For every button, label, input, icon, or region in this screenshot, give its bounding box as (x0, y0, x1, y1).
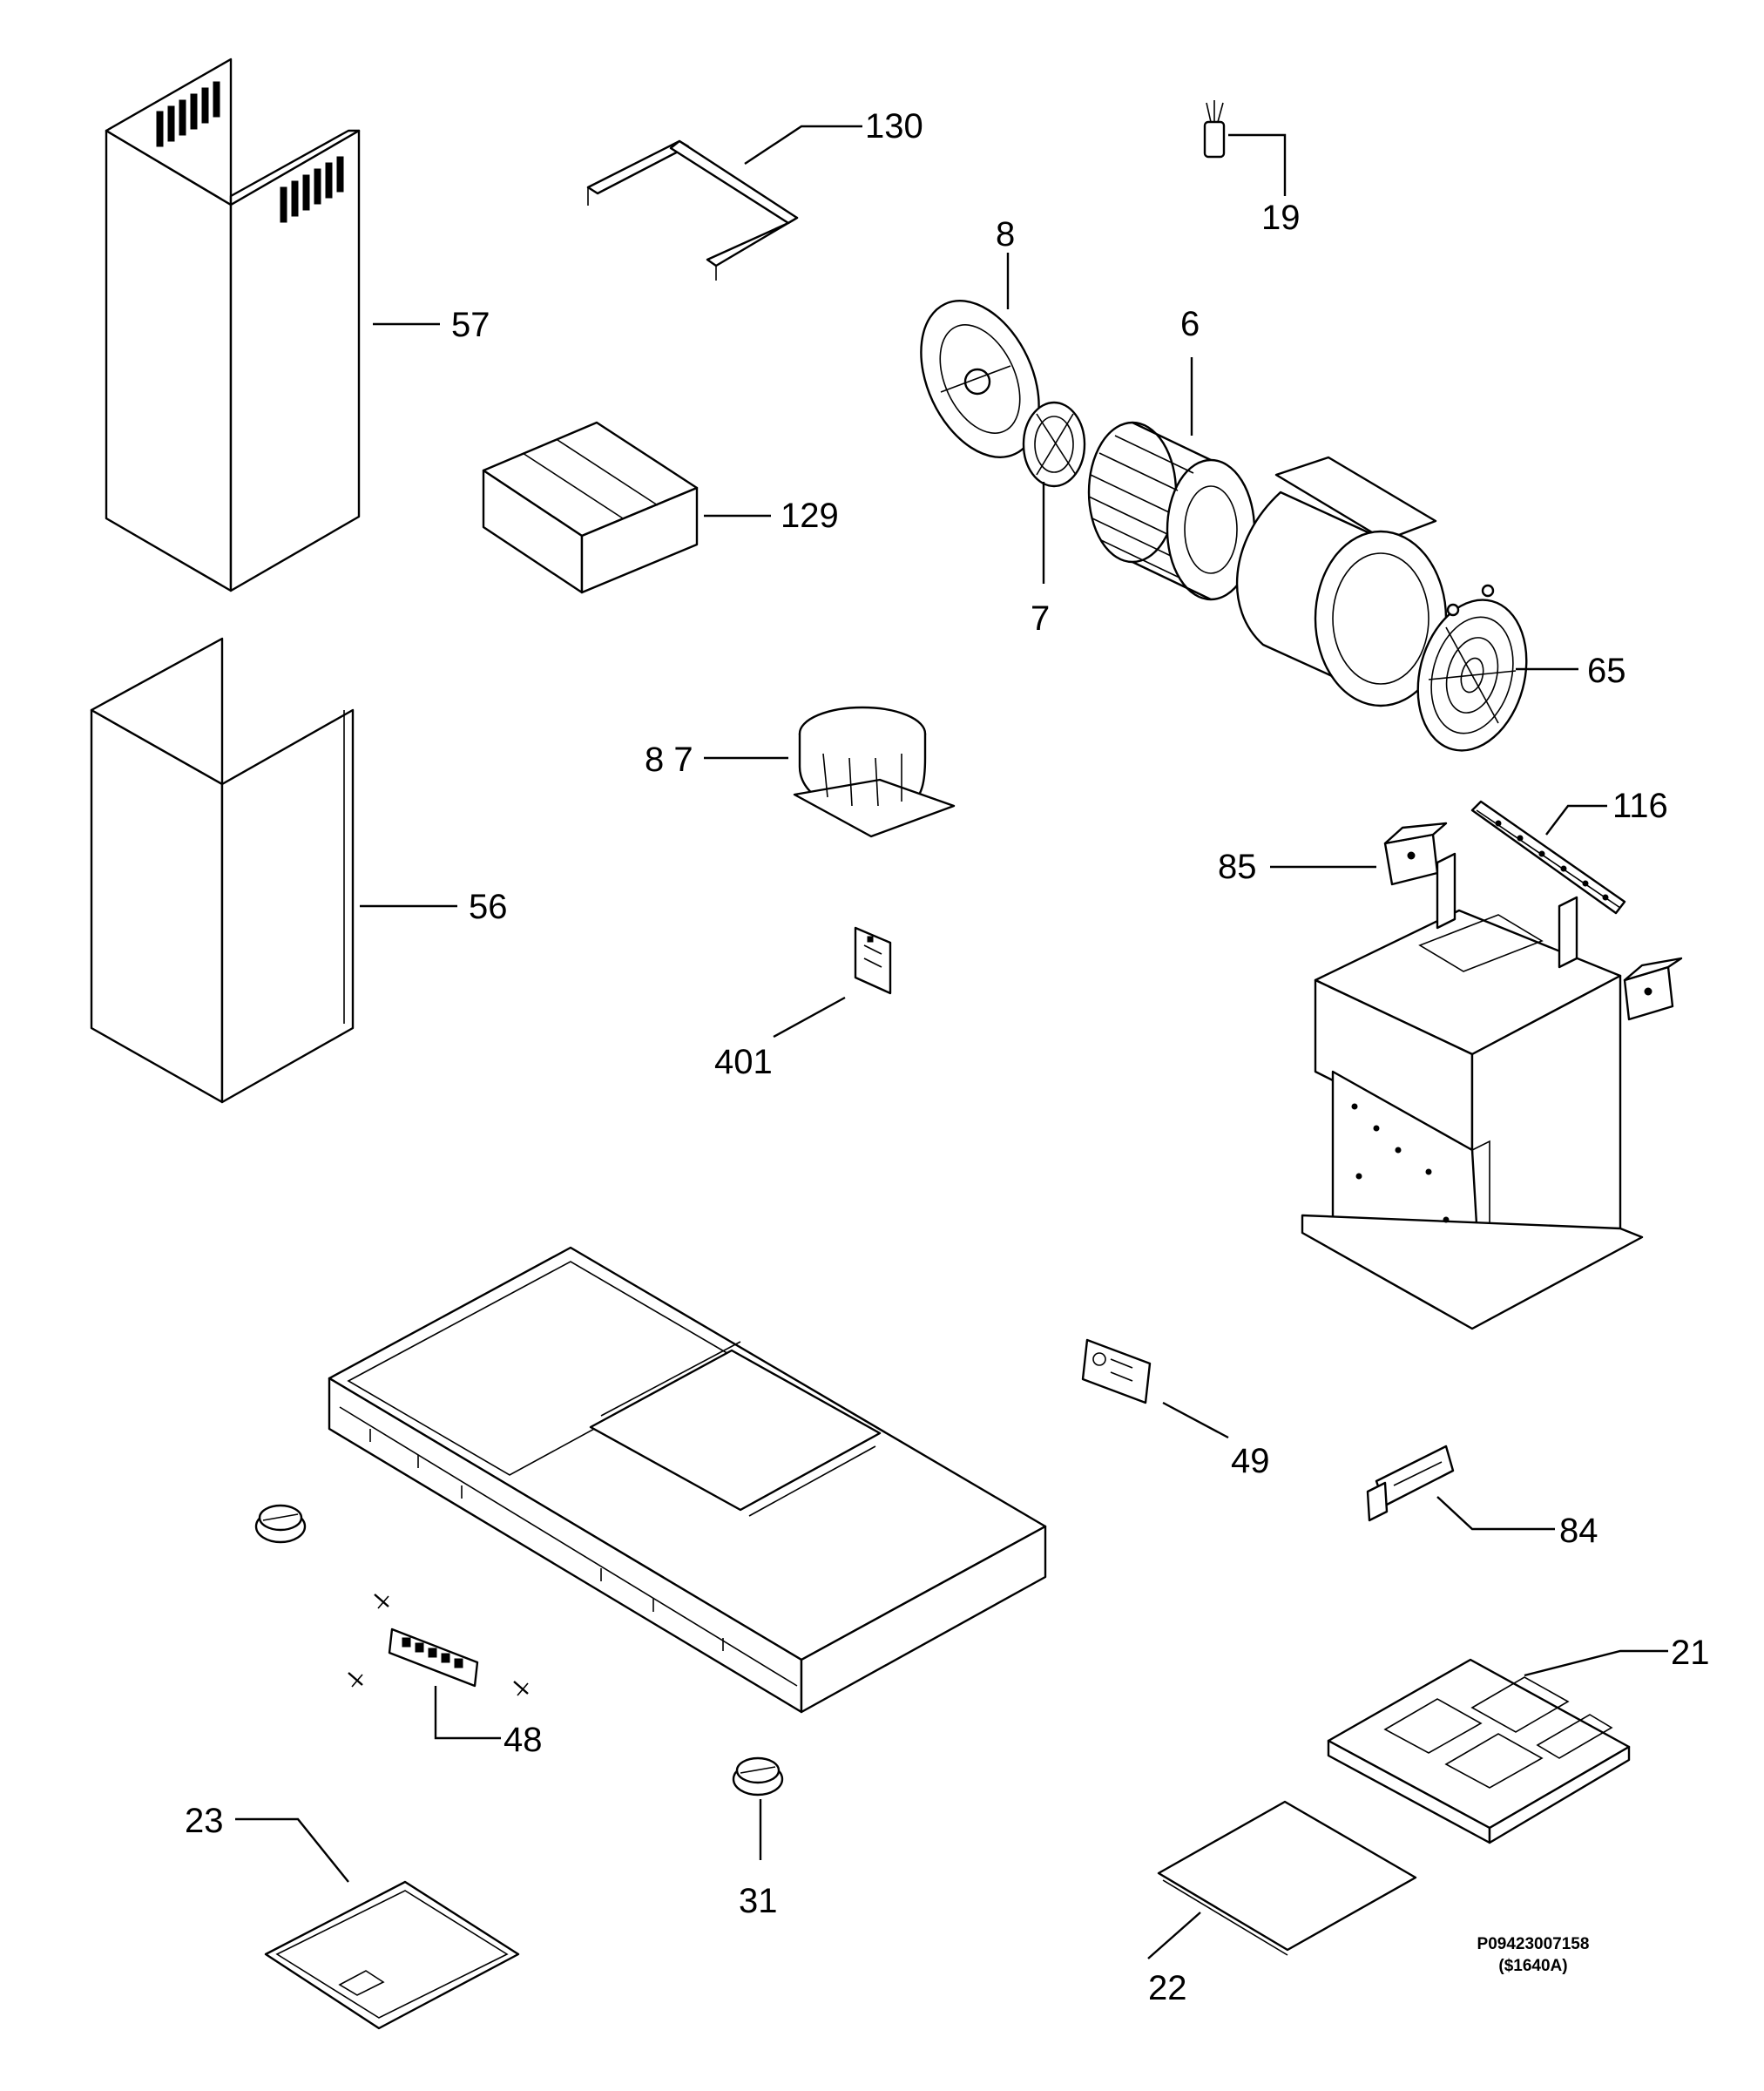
callout-19: 19 (1261, 199, 1301, 237)
vent-slots-front (280, 156, 344, 223)
part-401-control-board (854, 926, 892, 995)
part-65-inlet-ring (1416, 584, 1528, 752)
callout-116: 116 (1612, 787, 1668, 825)
reference-code: P09423007158 ($1640A) (1477, 1935, 1590, 1975)
callout-31: 31 (739, 1882, 778, 1920)
callout-129: 129 (781, 497, 839, 535)
part-6-blower-wheel (1087, 421, 1256, 601)
vent-slots-rear (156, 81, 220, 147)
callout-23: 23 (185, 1802, 224, 1840)
callout-85: 85 (1218, 848, 1257, 886)
part-87-duct-transition (793, 706, 956, 838)
callout-21: 21 (1671, 1634, 1710, 1672)
callout-65: 65 (1587, 652, 1626, 690)
knob-left (254, 1504, 307, 1544)
callout-84: 84 (1559, 1512, 1598, 1550)
part-56-lower-chimney (90, 637, 355, 1104)
callout-22: 22 (1148, 1969, 1187, 2007)
leader-lines (235, 125, 1668, 1959)
part-31-knob (732, 1756, 784, 1797)
reference-revision: ($1640A) (1498, 1957, 1567, 1975)
part-57-upper-chimney (105, 58, 361, 592)
callout-56: 56 (469, 888, 508, 926)
callout-7: 7 (1031, 599, 1050, 638)
callout-130: 130 (865, 107, 923, 145)
screw-icon (348, 1672, 363, 1688)
part-130-bracket (586, 139, 799, 281)
part-8-motor-plate (920, 300, 1040, 458)
part-23-grease-filter (264, 1880, 520, 2030)
callout-8: 8 (996, 215, 1015, 254)
part-49-control-board (1081, 1338, 1152, 1404)
blower-housing (1235, 456, 1448, 707)
callout-87: 8 7 (645, 741, 693, 779)
callout-401: 401 (714, 1043, 773, 1081)
hood-internal-body (1301, 852, 1644, 1330)
screw-icon (513, 1681, 529, 1696)
part-19-capacitor (1203, 100, 1226, 159)
part-84-light-module (1366, 1445, 1455, 1522)
part-85-bracket-block-right (1623, 957, 1683, 1021)
callout-49: 49 (1231, 1442, 1270, 1480)
part-21-filter-frame (1327, 1658, 1631, 1844)
callout-57: 57 (451, 306, 490, 344)
screw-icon (374, 1594, 389, 1609)
part-7-motor (1022, 401, 1086, 488)
callout-6: 6 (1180, 305, 1200, 343)
reference-number: P09423007158 (1477, 1935, 1590, 1953)
callout-labels: 130 19 8 57 6 129 7 65 8 7 116 85 56 401… (185, 107, 1710, 2007)
part-116-mounting-rail (1470, 800, 1626, 915)
callout-48: 48 (504, 1721, 543, 1759)
part-22-filter-pad (1157, 1800, 1417, 1956)
part-129-duct-box (482, 421, 699, 594)
hood-canopy (328, 1246, 1047, 1714)
part-48-switch-panel (388, 1627, 479, 1688)
